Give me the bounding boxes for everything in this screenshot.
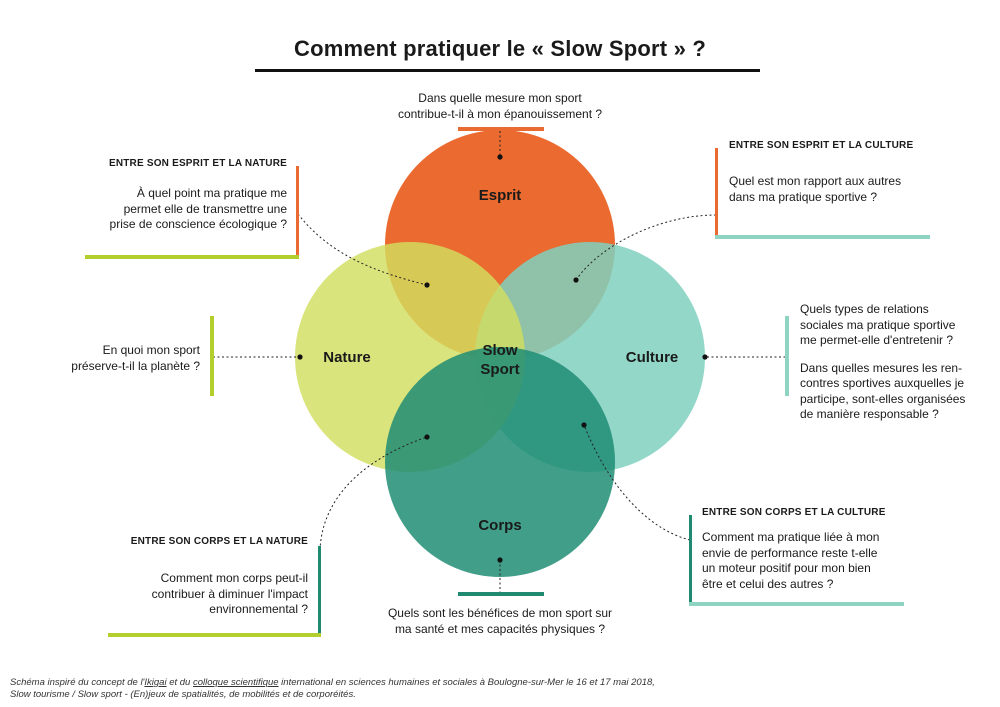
culture-question: Quels types de relations sociales ma pra… (800, 302, 990, 423)
culture-q-p1-line2: sociales ma pratique sportive (800, 317, 956, 332)
dot-corps-nature (424, 434, 430, 440)
label-nature: Nature (323, 349, 371, 366)
nature-question-line1: En quoi mon sport (102, 343, 200, 357)
caption-link-ikigai[interactable]: Ikigai (144, 677, 167, 688)
bottom-question: Quels sont les bénéfices de mon sport su… (360, 606, 640, 637)
esprit-nature-line3: prise de conscience écologique ? (109, 217, 287, 231)
label-center-line1: Slow (482, 342, 517, 359)
culture-vbar (785, 316, 789, 396)
culture-q-p2-line1: Dans quelles mesures les ren- (800, 360, 963, 375)
esprit-nature-block: ENTRE SON ESPRIT ET LA NATURE À quel poi… (85, 158, 287, 233)
corps-culture-line3: un moteur positif pour mon bien (702, 561, 871, 575)
esprit-nature-vbar (296, 166, 299, 258)
esprit-culture-vbar (715, 148, 718, 238)
bottom-bar (458, 592, 544, 596)
esprit-culture-block: ENTRE SON ESPRIT ET LA CULTURE Quel est … (729, 140, 959, 205)
title-underline (255, 69, 760, 72)
esprit-nature-line1: À quel point ma pratique me (136, 186, 287, 200)
dot-corps (497, 557, 503, 563)
esprit-nature-heading: ENTRE SON ESPRIT ET LA NATURE (108, 158, 287, 169)
culture-q-p2-line3: participe, sont-elles organisées (800, 391, 966, 406)
corps-nature-line3: environnemental ? (209, 602, 308, 616)
corps-culture-block: ENTRE SON CORPS ET LA CULTURE Comment ma… (702, 507, 922, 592)
culture-q-p2-line2: contres sportives auxquelles je (800, 376, 965, 390)
corps-nature-vbar (318, 546, 321, 636)
caption-link-colloque[interactable]: colloque scientifique (192, 677, 279, 688)
dot-culture (702, 354, 708, 360)
caption-text-1: Schéma inspiré du concept de l' (10, 677, 145, 688)
dot-esprit-nature (424, 282, 430, 288)
esprit-nature-question: À quel point ma pratique me permet elle … (85, 186, 287, 233)
caption-line2: Slow tourisme / Slow sport - (En)jeux de… (10, 689, 356, 700)
corps-nature-line1: Comment mon corps peut-il (160, 571, 308, 585)
dot-esprit-culture (573, 277, 579, 283)
label-corps: Corps (478, 517, 521, 534)
caption-text-2: et du (166, 677, 193, 688)
dot-esprit (497, 154, 503, 160)
dot-corps-culture (581, 422, 587, 428)
top-question-line2: contribue-t-il à mon épanouissement ? (397, 106, 603, 121)
corps-nature-line2: contribuer à diminuer l'impact (151, 586, 308, 601)
label-esprit: Esprit (479, 187, 522, 204)
caption-line1: Schéma inspiré du concept de l'Ikigai et… (10, 677, 655, 689)
dot-nature (297, 354, 303, 360)
nature-vbar (210, 316, 214, 396)
corps-culture-question: Comment ma pratique liée à mon envie de … (702, 530, 922, 592)
caption-text-3: international en sciences humaines et so… (278, 677, 655, 688)
culture-q-p1-line1: Quels types de relations (800, 302, 929, 316)
nature-question-line2: préserve-t-il la planète ? (71, 358, 200, 373)
corps-culture-line2: envie de performance reste t-elle (702, 545, 878, 560)
label-culture: Culture (626, 349, 679, 366)
corps-culture-hbar (689, 602, 904, 606)
corps-nature-block: ENTRE SON CORPS ET LA NATURE Comment mon… (108, 536, 308, 618)
corps-nature-hbar (108, 633, 321, 637)
caption: Schéma inspiré du concept de l'Ikigai et… (10, 677, 655, 701)
connector-esprit-culture (575, 214, 717, 281)
esprit-culture-heading: ENTRE SON ESPRIT ET LA CULTURE (729, 140, 914, 151)
culture-q-p2-line4: de manière responsable ? (800, 407, 939, 421)
bottom-question-line1: Quels sont les bénéfices de mon sport su… (387, 606, 613, 620)
connector-esprit-nature (297, 213, 428, 286)
top-question-line1: Dans quelle mesure mon sport (418, 91, 582, 105)
corps-culture-heading: ENTRE SON CORPS ET LA CULTURE (702, 507, 886, 518)
corps-nature-question: Comment mon corps peut-il contribuer à d… (108, 571, 308, 618)
esprit-culture-line2: dans ma pratique sportive ? (729, 189, 878, 204)
esprit-culture-hbar (715, 235, 930, 239)
corps-culture-line1: Comment ma pratique liée à mon (702, 530, 880, 544)
bottom-question-line2: ma santé et mes capacités physiques ? (394, 621, 606, 636)
corps-culture-line4: être et celui des autres ? (702, 576, 834, 591)
connector-corps-culture (583, 424, 691, 541)
culture-q-p1-line3: me permet-elle d'entretenir ? (800, 333, 954, 347)
esprit-nature-line2: permet elle de transmettre une (123, 201, 287, 216)
page-title: Comment pratiquer le « Slow Sport » ? (293, 36, 706, 61)
corps-nature-heading: ENTRE SON CORPS ET LA NATURE (130, 536, 308, 547)
circle-corps (385, 347, 615, 577)
label-center-line2: Sport (480, 361, 519, 378)
esprit-culture-question: Quel est mon rapport aux autres dans ma … (729, 174, 959, 205)
nature-question: En quoi mon sport préserve-t-il la planè… (40, 343, 200, 374)
top-bar (458, 127, 544, 131)
top-question: Dans quelle mesure mon sport contribue-t… (370, 91, 630, 122)
esprit-nature-hbar (85, 255, 299, 259)
corps-culture-vbar (689, 515, 692, 605)
esprit-culture-line1: Quel est mon rapport aux autres (729, 174, 902, 188)
